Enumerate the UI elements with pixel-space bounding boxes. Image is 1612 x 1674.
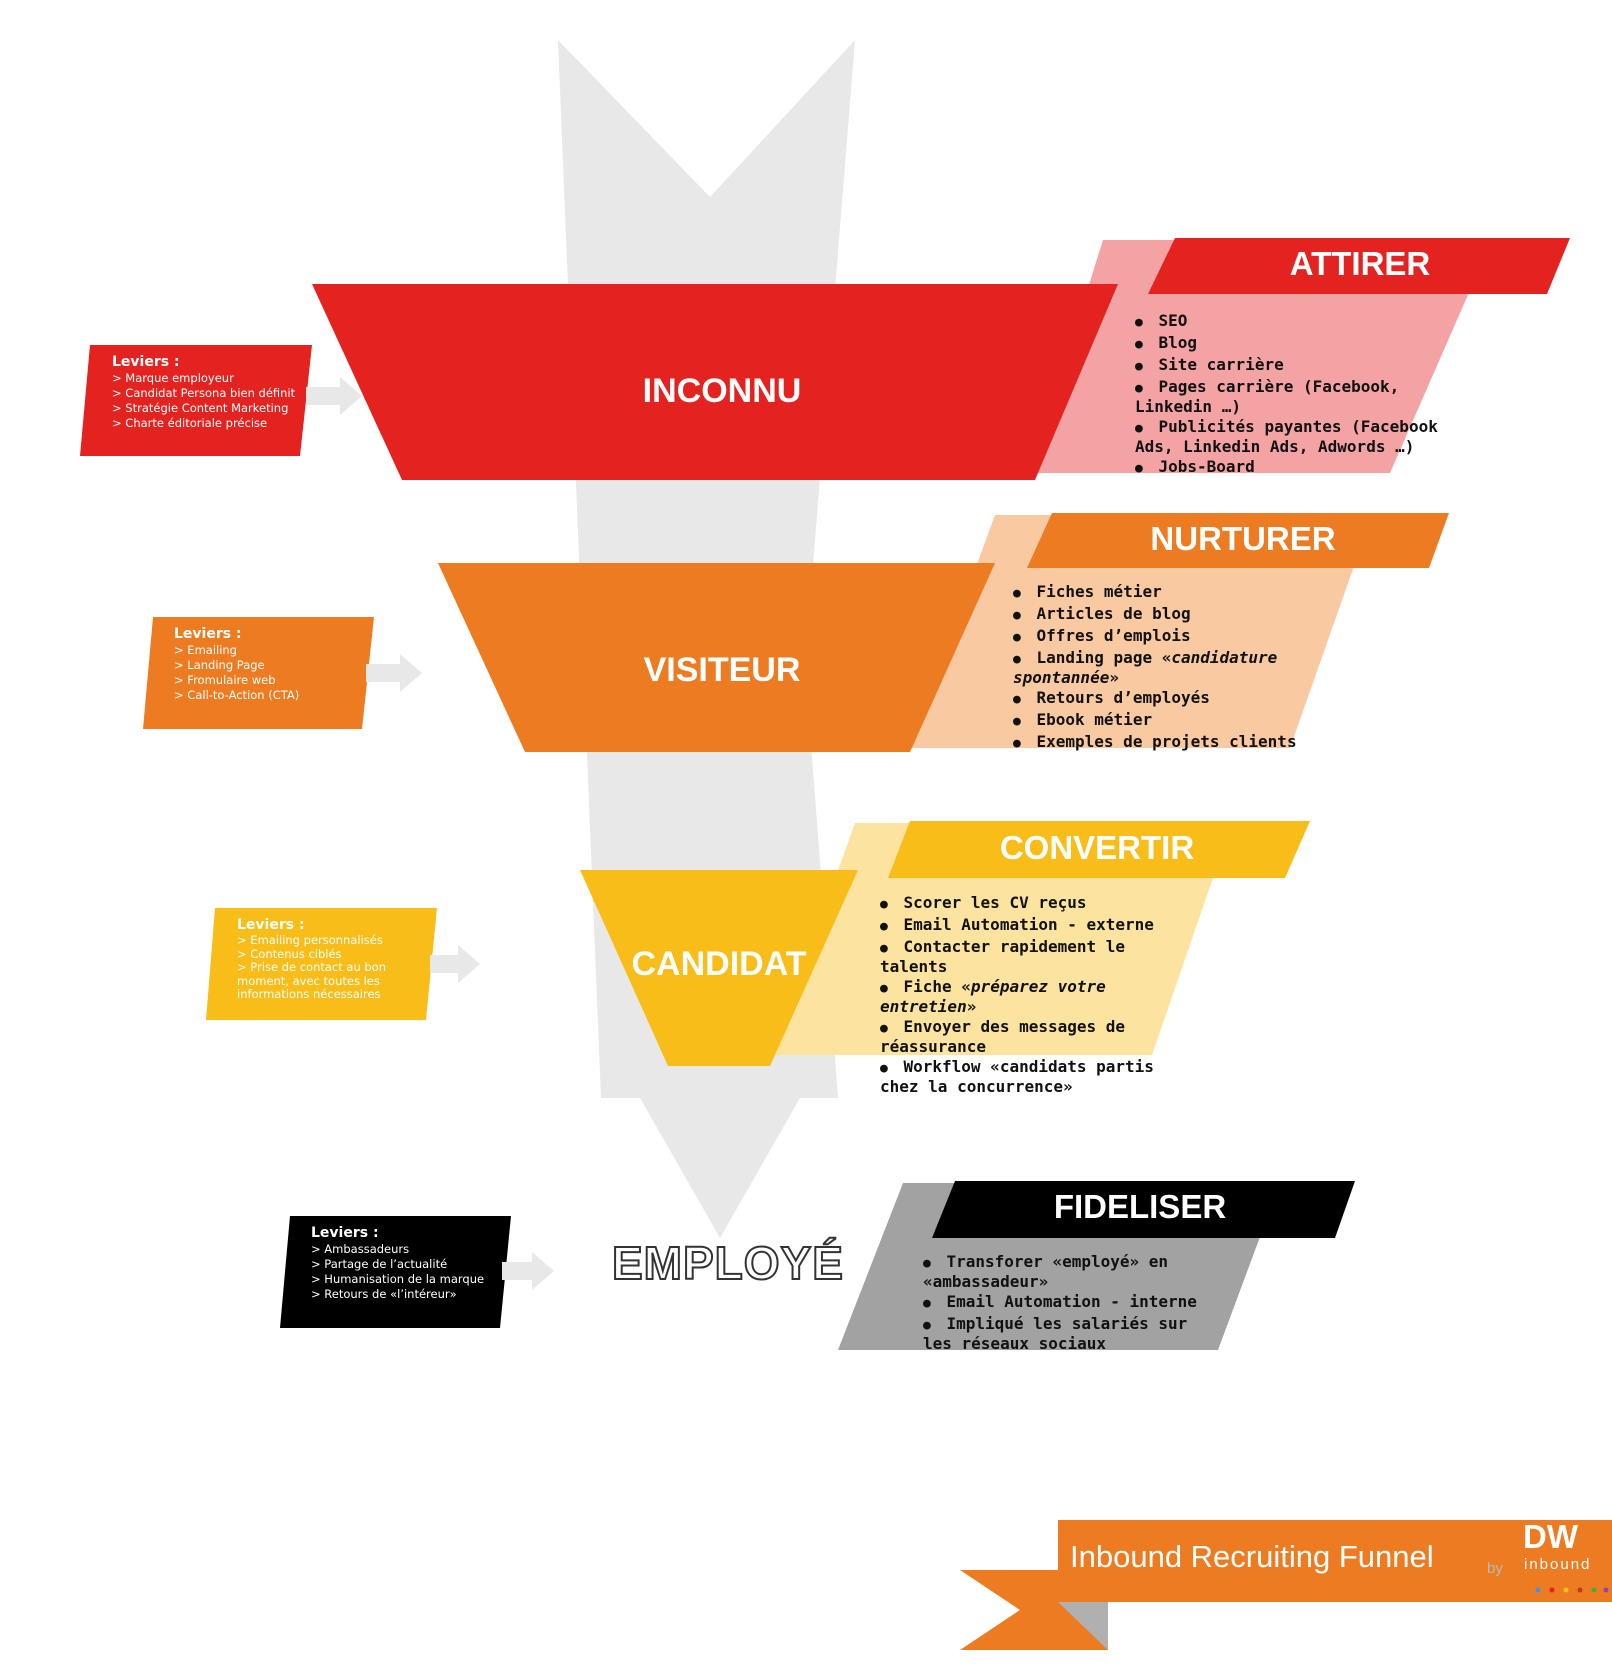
list-item: Fiches métier	[1013, 583, 1303, 603]
levier-item: Prise de contact au bon moment, avec tou…	[237, 960, 417, 1002]
levier-item: Marque employeur	[112, 371, 312, 386]
item-text: Fiche «	[903, 977, 971, 996]
candidat-funnel	[580, 870, 858, 1066]
connector-arrow-1	[306, 377, 362, 415]
levier-heading: Leviers :	[112, 354, 180, 370]
list-item: Fiche «préparez votre entretien»	[880, 978, 1190, 1016]
item-text: Landing page «	[1036, 648, 1172, 667]
levier-item: Ambassadeurs	[311, 1242, 511, 1257]
stage-title-employe: EMPLOYÉ	[611, 1236, 844, 1290]
footer-title: Inbound Recruiting Funnel	[1070, 1539, 1434, 1574]
list-item: Transforer «employé» en «ambassadeur»	[923, 1253, 1213, 1291]
nurturer-list: Fiches métier Articles de blog Offres d’…	[1013, 583, 1303, 755]
connector-arrow-2	[366, 654, 422, 692]
nurturer-header	[1027, 513, 1449, 568]
attirer-list: SEO Blog Site carrière Pages carrière (F…	[1135, 312, 1460, 480]
levier-4: Leviers : Ambassadeurs Partage de l’actu…	[311, 1225, 511, 1302]
levier-item: Retours de «l’intéreur»	[311, 1287, 511, 1302]
levier-item: Charte éditoriale précise	[112, 416, 312, 431]
list-item: Offres d’emplois	[1013, 627, 1303, 647]
footer-ribbon	[1058, 1520, 1612, 1602]
levier-item: Candidat Persona bien définit	[112, 386, 312, 401]
levier-2: Leviers : Emailing Landing Page Fromulai…	[174, 626, 374, 703]
list-item: SEO	[1135, 312, 1460, 332]
list-item: Landing page «candidature spontannée»	[1013, 649, 1303, 687]
list-item: Impliqué les salariés sur les réseaux so…	[923, 1315, 1213, 1353]
levier-item: Humanisation de la marque	[311, 1272, 511, 1287]
list-item: Workflow «candidats partis chez la concu…	[880, 1058, 1190, 1096]
connector-arrow-4	[502, 1252, 554, 1290]
list-item: Site carrière	[1135, 356, 1460, 376]
band-title-convertir: CONVERTIR	[999, 829, 1195, 866]
levier-item: Landing Page	[174, 658, 374, 673]
levier-heading: Leviers :	[237, 917, 305, 933]
attirer-header	[1148, 238, 1570, 294]
convertir-list: Scorer les CV reçus Email Automation - e…	[880, 894, 1190, 1098]
band-title-fideliser: FIDELISER	[1053, 1188, 1227, 1225]
stage-title-candidat: CANDIDAT	[631, 945, 807, 983]
item-text: »	[966, 997, 977, 1016]
list-item: Retours d’employés	[1013, 689, 1303, 709]
stage-title-inconnu: INCONNU	[642, 372, 802, 410]
dw-logo: DW	[1523, 1518, 1578, 1555]
footer-ribbon-fold	[1058, 1602, 1108, 1650]
band-title-attirer: ATTIRER	[1289, 245, 1431, 282]
list-item: Blog	[1135, 334, 1460, 354]
list-item: Envoyer des messages de réassurance	[880, 1018, 1190, 1056]
levier-1: Leviers : Marque employeur Candidat Pers…	[112, 354, 312, 431]
levier-3: Leviers : Emailing personnalisés Contenu…	[237, 917, 417, 1002]
item-text-italic: préparez votre entretien	[880, 977, 1106, 1016]
list-item: Articles de blog	[1013, 605, 1303, 625]
levier-item: Contenus ciblés	[237, 947, 417, 962]
list-item: Publicités payantes (Facebook Ads, Linke…	[1135, 418, 1460, 456]
list-item: Contacter rapidement le talents	[880, 938, 1190, 976]
levier-item: Partage de l’actualité	[311, 1257, 511, 1272]
list-item: Jobs-Board	[1135, 458, 1460, 478]
fideliser-list: Transforer «employé» en «ambassadeur» Em…	[923, 1253, 1213, 1355]
band-title-nurturer: NURTURER	[1150, 520, 1336, 557]
list-item: Ebook métier	[1013, 711, 1303, 731]
levier-heading: Leviers :	[174, 626, 242, 642]
levier-item: Stratégie Content Marketing	[112, 401, 312, 416]
dw-logo-subtitle: inbound	[1524, 1556, 1592, 1573]
connector-arrow-3	[430, 945, 480, 983]
footer-by: by	[1487, 1560, 1503, 1577]
convertir-header	[888, 821, 1310, 878]
list-item: Email Automation - externe	[880, 916, 1190, 936]
fideliser-header	[932, 1181, 1355, 1238]
item-text: »	[1109, 668, 1119, 687]
list-item: Scorer les CV reçus	[880, 894, 1190, 914]
list-item: Pages carrière (Facebook, Linkedin …)	[1135, 378, 1460, 416]
levier-item: Emailing	[174, 643, 374, 658]
list-item: Email Automation - interne	[923, 1293, 1213, 1313]
levier-item: Fromulaire web	[174, 673, 374, 688]
logo-dots	[1535, 1587, 1609, 1593]
visiteur-funnel	[438, 563, 995, 752]
stage-title-visiteur: VISITEUR	[643, 651, 801, 689]
item-text-italic: candidature spontannée	[1013, 648, 1278, 687]
list-item: Exemples de projets clients	[1013, 733, 1303, 753]
levier-item: Call-to-Action (CTA)	[174, 688, 374, 703]
levier-heading: Leviers :	[311, 1225, 379, 1241]
levier-item: Emailing personnalisés	[237, 933, 417, 948]
inconnu-funnel	[312, 284, 1118, 480]
